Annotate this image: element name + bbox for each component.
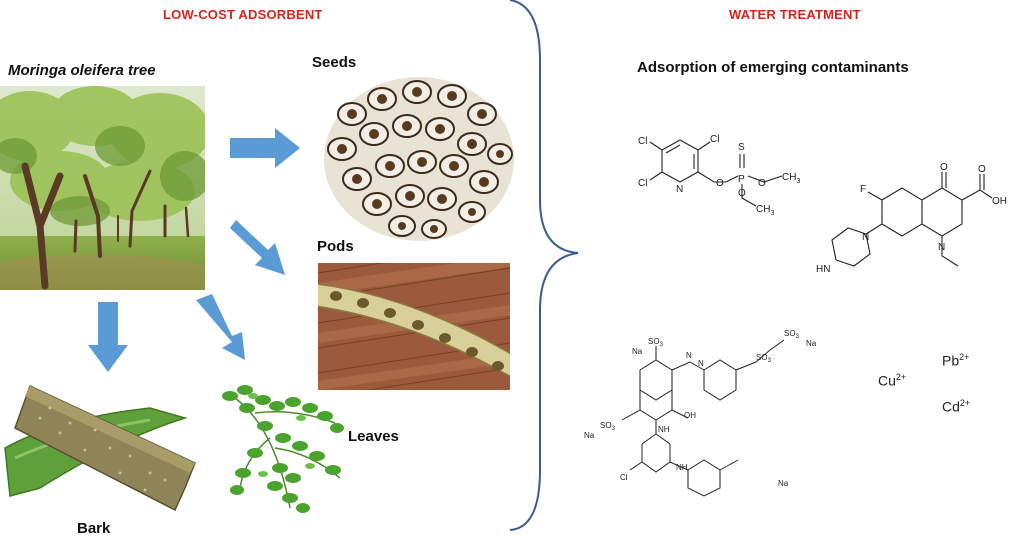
atom-cl: Cl: [710, 134, 719, 145]
atom-cl: Cl: [638, 178, 647, 189]
moringa-tree-image: [0, 86, 205, 290]
sulfonate-group: SO3: [600, 421, 616, 432]
amine-group: HN: [816, 264, 830, 275]
dye-structure: Na SO3 N N SO3 SO3 Na OH Na SO3 NH Cl NH…: [584, 329, 817, 497]
amine-group: NH: [658, 425, 670, 434]
leaves-label: Leaves: [348, 428, 399, 445]
sodium-ion: Na: [632, 347, 643, 356]
amine-group: NH: [676, 463, 688, 472]
azo-nitrogen: N: [698, 359, 704, 368]
sodium-ion: Na: [584, 431, 595, 440]
arrow-to-seeds: [230, 128, 300, 168]
sulfonate-group: SO3: [756, 353, 772, 364]
contaminants-label: Adsorption of emerging contaminants: [637, 59, 909, 76]
sodium-ion: Na: [806, 339, 817, 348]
grouping-brace: [509, 0, 579, 531]
azo-nitrogen: N: [686, 351, 692, 360]
atom-n: N: [938, 242, 945, 253]
lead-ion: Pb2+: [942, 352, 970, 369]
copper-ion: Cu2+: [878, 372, 907, 389]
quinolone-structure: F O OH N N HN O: [816, 162, 1007, 275]
seeds-label: Seeds: [312, 54, 357, 71]
methyl-group: CH3: [782, 172, 800, 185]
sulfonate-group: SO3: [648, 337, 664, 348]
atom-o: O: [716, 178, 724, 189]
sulfonate-group: SO3: [784, 329, 800, 340]
arrow-to-bark: [88, 302, 128, 372]
hydroxyl-group: OH: [992, 196, 1007, 207]
atom-n: N: [676, 184, 683, 195]
leaves-image: [222, 385, 344, 513]
arrow-to-leaves: [196, 294, 245, 360]
bark-image: [4, 384, 196, 512]
hydroxyl-group: OH: [684, 411, 696, 420]
seeds-image: [324, 77, 514, 241]
atom-n: N: [862, 232, 869, 243]
atom-o: O: [978, 164, 986, 175]
atom-s: S: [738, 142, 745, 153]
atom-f: F: [860, 184, 866, 195]
flow-arrows: [88, 128, 300, 372]
methyl-group: CH3: [756, 204, 774, 217]
atom-p: P: [738, 174, 745, 185]
chlorpyrifos-structure: Cl Cl Cl N O P S O CH3 O CH3: [638, 134, 800, 217]
atom-o: O: [758, 178, 766, 189]
tree-label: Moringa oleifera tree: [8, 62, 156, 79]
left-section-header: LOW-COST ADSORBENT: [163, 7, 323, 22]
pods-label: Pods: [317, 238, 354, 255]
bark-label: Bark: [77, 520, 111, 537]
cadmium-ion: Cd2+: [942, 398, 971, 415]
right-section-header: WATER TREATMENT: [729, 7, 861, 22]
atom-cl: Cl: [638, 136, 647, 147]
sodium-ion: Na: [778, 479, 789, 488]
atom-cl: Cl: [620, 473, 628, 482]
pods-image: [318, 263, 510, 390]
atom-o: O: [738, 188, 746, 199]
atom-o: O: [940, 162, 948, 173]
arrow-to-pods: [230, 220, 285, 275]
